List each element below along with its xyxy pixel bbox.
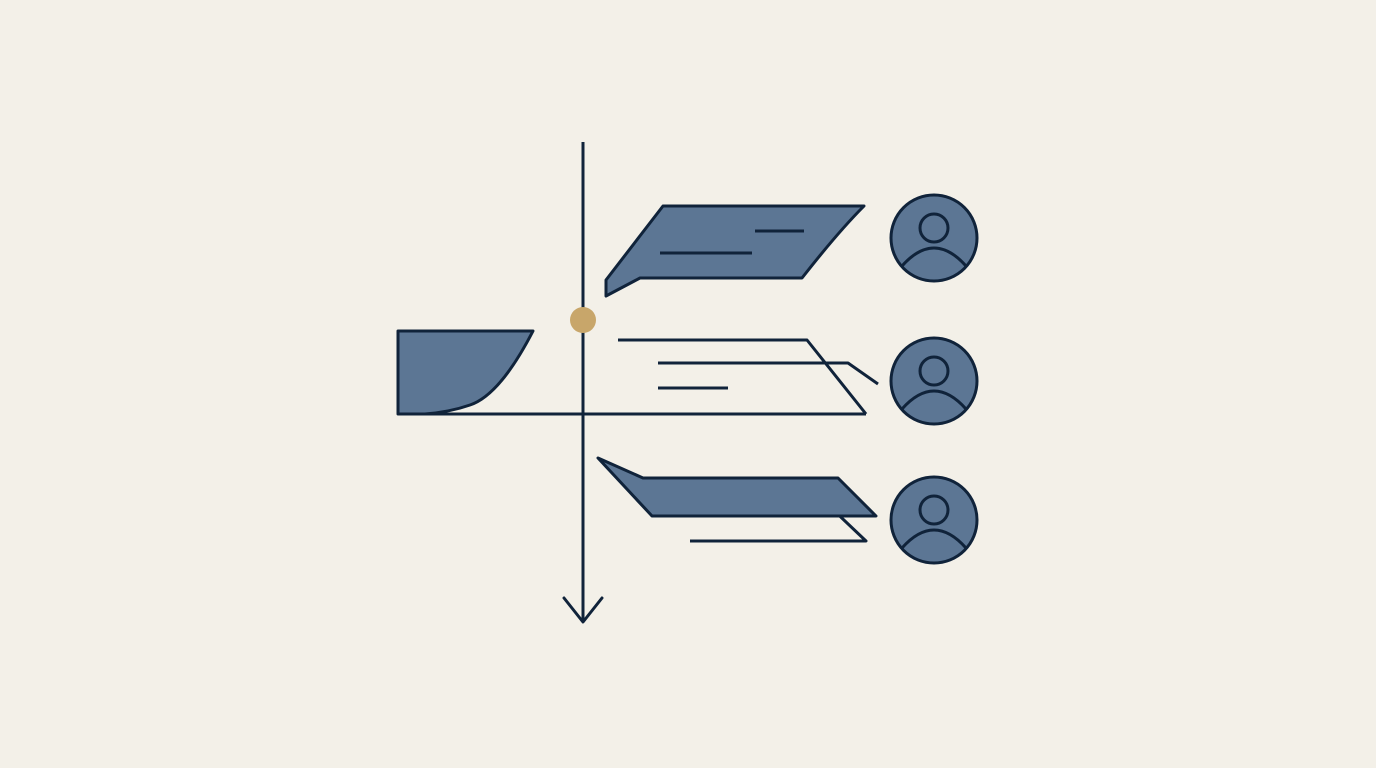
user-avatar-icon <box>889 193 979 283</box>
down-arrow-icon <box>562 142 604 624</box>
message-bottom-bubble <box>596 456 878 543</box>
user-avatar-icon <box>889 475 979 565</box>
message-middle-bubble <box>618 338 879 415</box>
gold-dot-icon <box>570 307 596 333</box>
user-avatar-icon <box>889 336 979 426</box>
message-top-bubble <box>604 204 866 298</box>
